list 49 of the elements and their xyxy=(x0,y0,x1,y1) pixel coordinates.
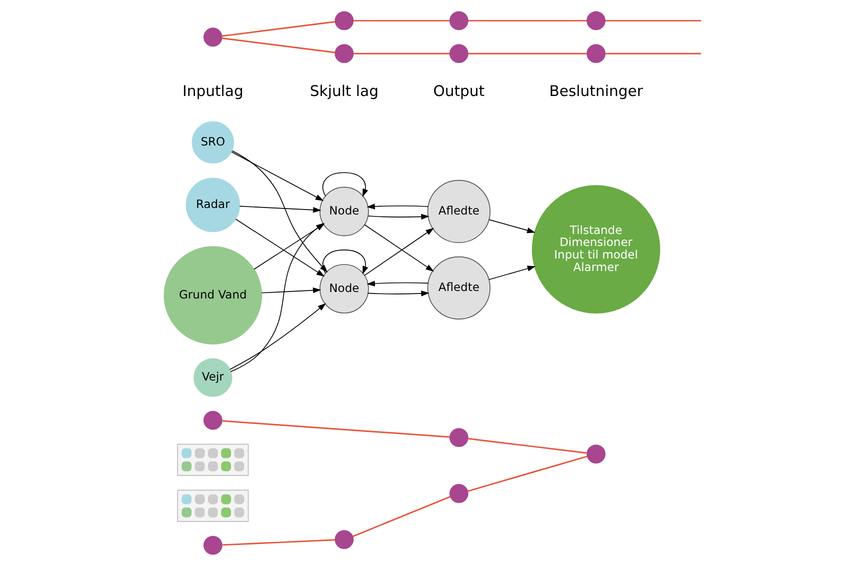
node-circle xyxy=(586,11,606,30)
node-circle: SRO xyxy=(192,121,234,164)
arrow xyxy=(231,151,324,201)
node-circle xyxy=(334,11,354,30)
node-circle xyxy=(203,536,222,555)
node-circle xyxy=(586,444,606,464)
node-circle xyxy=(334,530,354,549)
connector xyxy=(222,420,450,438)
label: Inputlag xyxy=(182,82,244,100)
node-circle xyxy=(449,484,468,503)
arrow xyxy=(367,290,430,296)
node-circle xyxy=(449,428,468,448)
connector xyxy=(468,52,587,54)
connector xyxy=(354,20,450,22)
connector xyxy=(605,20,702,22)
connector xyxy=(352,496,451,538)
node-circle xyxy=(203,28,222,47)
connector xyxy=(605,52,702,54)
node-circle: Vejr xyxy=(194,358,232,397)
arrow xyxy=(261,287,322,294)
arrow xyxy=(488,266,536,280)
arrow xyxy=(322,250,368,274)
arrow xyxy=(229,303,326,370)
arrow xyxy=(367,214,430,220)
node-circle: Grund Vand xyxy=(164,246,262,344)
connector xyxy=(468,20,587,22)
node-circle xyxy=(449,11,468,30)
arrow xyxy=(488,219,536,234)
node-circle: Radar xyxy=(186,178,240,232)
connector xyxy=(222,21,336,37)
node-circle xyxy=(203,410,222,430)
label: Beslutninger xyxy=(549,82,643,100)
node-circle xyxy=(334,44,354,64)
node-circle: Afledte xyxy=(427,180,490,244)
connector xyxy=(222,37,336,54)
label: Skjult lag xyxy=(310,82,379,100)
node-circle xyxy=(449,44,468,64)
node-circle xyxy=(586,44,606,64)
connector xyxy=(222,539,336,546)
arrow xyxy=(239,206,322,213)
connector xyxy=(468,438,587,454)
arrow xyxy=(366,280,429,286)
node-circle: Afledte xyxy=(427,256,490,320)
label: Output xyxy=(433,82,485,100)
connector xyxy=(354,52,450,54)
arrow xyxy=(322,172,368,198)
node-circle: Tilstande Dimensioner Input til model Alarmer xyxy=(532,185,660,314)
arrow xyxy=(366,204,429,210)
connector xyxy=(468,456,588,492)
